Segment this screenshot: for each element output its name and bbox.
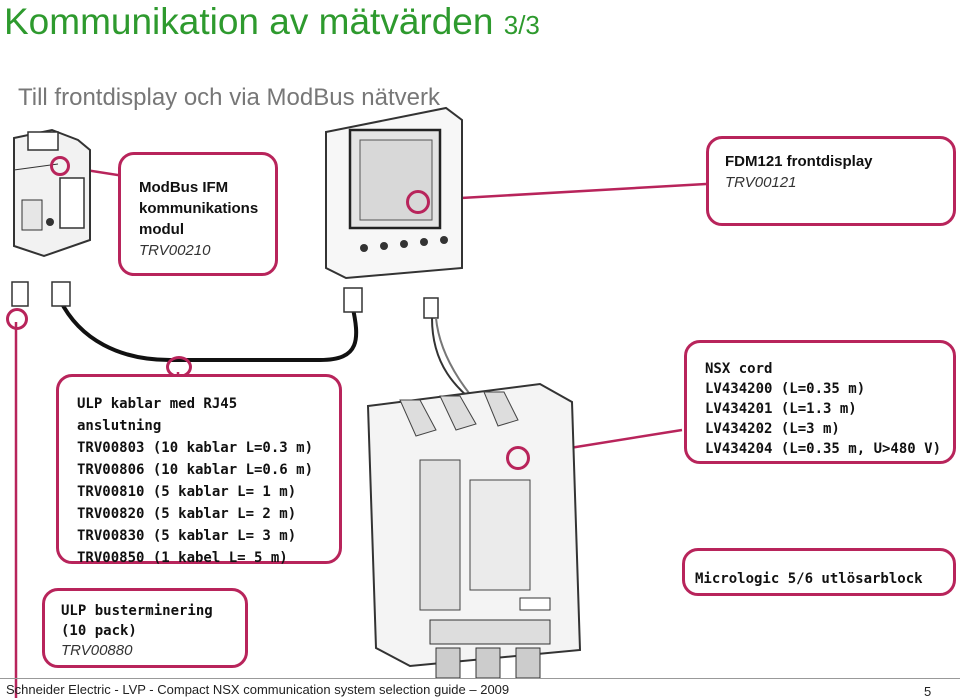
ulp-line-0: ULP kablar med RJ45 <box>77 396 238 412</box>
ulp-cable-image <box>11 281 363 362</box>
modbus-line2: kommunikations <box>139 200 259 217</box>
front-display-image <box>325 106 463 280</box>
marker-nsx-cord <box>506 446 530 470</box>
page-title-main: Kommunikation av mätvärden <box>4 1 494 42</box>
callout-ulp-cables: ULP kablar med RJ45 anslutning TRV00803 … <box>56 374 342 566</box>
page-number: 5 <box>924 684 932 699</box>
nsx-line-3: LV434202 (L=3 m) <box>705 421 840 437</box>
terminator-line1: ULP busterminering <box>61 603 213 619</box>
callout-modbus-ifm: ModBus IFM kommunikations modul TRV00210 <box>118 152 278 276</box>
leader-fdm <box>425 182 707 202</box>
modbus-line3: modul <box>139 221 184 238</box>
nsx-line-2: LV434201 (L=1.3 m) <box>705 401 857 417</box>
callout-fdm121: FDM121 frontdisplay TRV00121 <box>706 136 956 226</box>
modbus-code: TRV00210 <box>139 242 211 259</box>
callout-micrologic: Micrologic 5/6 utlösarblock <box>682 548 956 596</box>
ulp-line-4: TRV00810 (5 kablar L= 1 m) <box>77 484 297 500</box>
breaker-image <box>366 382 582 679</box>
marker-modbus <box>50 156 70 176</box>
page-title: Kommunikation av mätvärden 3/3 <box>4 0 540 47</box>
callout-nsx-cord: NSX cord LV434200 (L=0.35 m) LV434201 (L… <box>684 340 956 464</box>
callout-ulp-terminator: ULP busterminering (10 pack) TRV00880 <box>42 588 248 668</box>
footer-divider <box>0 678 960 679</box>
fdm-line1: FDM121 frontdisplay <box>725 153 873 170</box>
nsx-line-4: LV434204 (L=0.35 m, U>480 V) <box>705 441 942 457</box>
micrologic-label: Micrologic 5/6 utlösarblock <box>695 571 923 587</box>
ulp-line-5: TRV00820 (5 kablar L= 2 m) <box>77 506 297 522</box>
ulp-line-6: TRV00830 (5 kablar L= 3 m) <box>77 528 297 544</box>
terminator-line2: (10 pack) <box>61 623 137 639</box>
page-subtitle: Till frontdisplay och via ModBus nätverk <box>18 84 440 111</box>
marker-fdm <box>406 190 430 214</box>
ulp-line-3: TRV00806 (10 kablar L=0.6 m) <box>77 462 314 478</box>
modbus-line1: ModBus IFM <box>139 179 229 196</box>
ulp-line-2: TRV00803 (10 kablar L=0.3 m) <box>77 440 314 456</box>
nsx-line-0: NSX cord <box>705 361 773 377</box>
page-title-suffix: 3/3 <box>503 10 540 40</box>
marker-terminator <box>6 308 28 330</box>
fdm-code: TRV00121 <box>725 174 797 191</box>
ulp-line-1: anslutning <box>77 418 162 434</box>
ulp-line-7: TRV00850 (1 kabel L= 5 m) <box>77 550 288 566</box>
modbus-module-image <box>13 128 91 258</box>
nsx-line-1: LV434200 (L=0.35 m) <box>705 381 866 397</box>
terminator-code: TRV00880 <box>61 642 133 659</box>
footer-text: Schneider Electric - LVP - Compact NSX c… <box>6 682 510 697</box>
